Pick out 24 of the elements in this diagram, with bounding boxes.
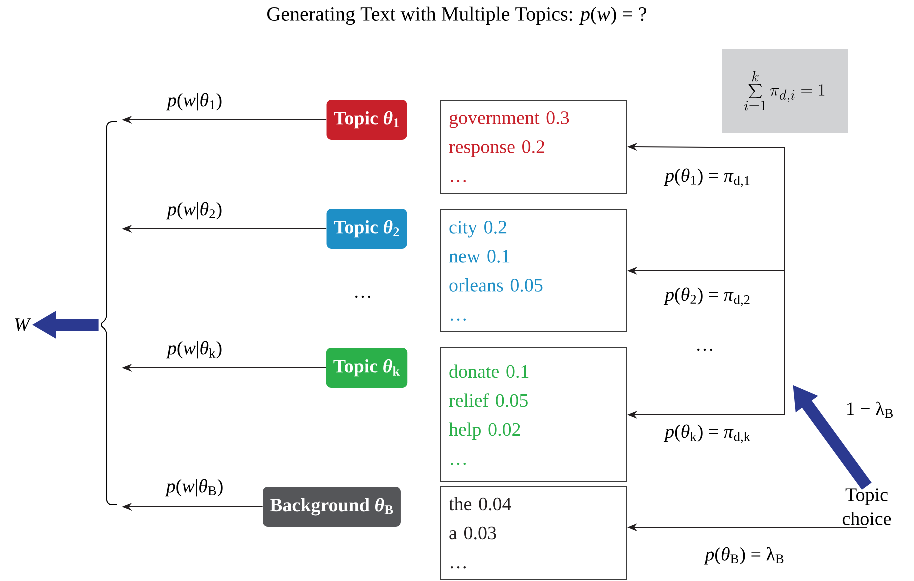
- word-list-box: government 0.3 response 0.2 …: [440, 100, 628, 194]
- text-label: Topic choice: [842, 488, 892, 526]
- topic-box: Topic θ$_{2}$: [326, 209, 408, 249]
- ellipsis: …: [356, 296, 370, 298]
- title: Generating Text with Multiple Topics: p(w) = ?: [268, 6, 646, 26]
- edge-label: p(θ$_{k}$) = π$_{d,k}$: [664, 424, 752, 444]
- edge-label: p(w|θ$_{k}$): [166, 340, 224, 360]
- edge-label: p(w|θ$_{2}$): [166, 201, 224, 221]
- brace: [101, 122, 118, 506]
- edge-label: p(w|θ$_{1}$): [166, 92, 224, 112]
- edge-label: 1 − λ$_{B}$: [844, 400, 896, 420]
- word-list-box: the 0.04 a 0.03 …: [440, 486, 628, 580]
- topic-box: Background θ$_{B}$: [263, 487, 401, 527]
- word-list-box: donate 0.1 relief 0.05 help 0.02 …: [440, 348, 628, 482]
- word-list-box: city 0.2 new 0.1 orleans 0.05 …: [440, 210, 628, 332]
- topic-box: Topic θ$_{k}$: [326, 348, 408, 388]
- edge-label: p(w|θ$_{B}$): [165, 478, 225, 498]
- edge-label: p(θ$_{2}$) = π$_{d,2}$: [664, 286, 752, 308]
- variable-label: W: [15, 318, 32, 332]
- edge-label: p(θ$_{1}$) = π$_{d,1}$: [664, 168, 752, 188]
- topic-box: Topic θ$_{1}$: [326, 100, 408, 140]
- edge-label: p(θ$_{B}$) = λ$_{B}$: [704, 546, 786, 566]
- formula-box: $\sum_{i=1}^{k}\pi_{d,i}=1$: [722, 49, 848, 133]
- ellipsis: …: [698, 348, 712, 352]
